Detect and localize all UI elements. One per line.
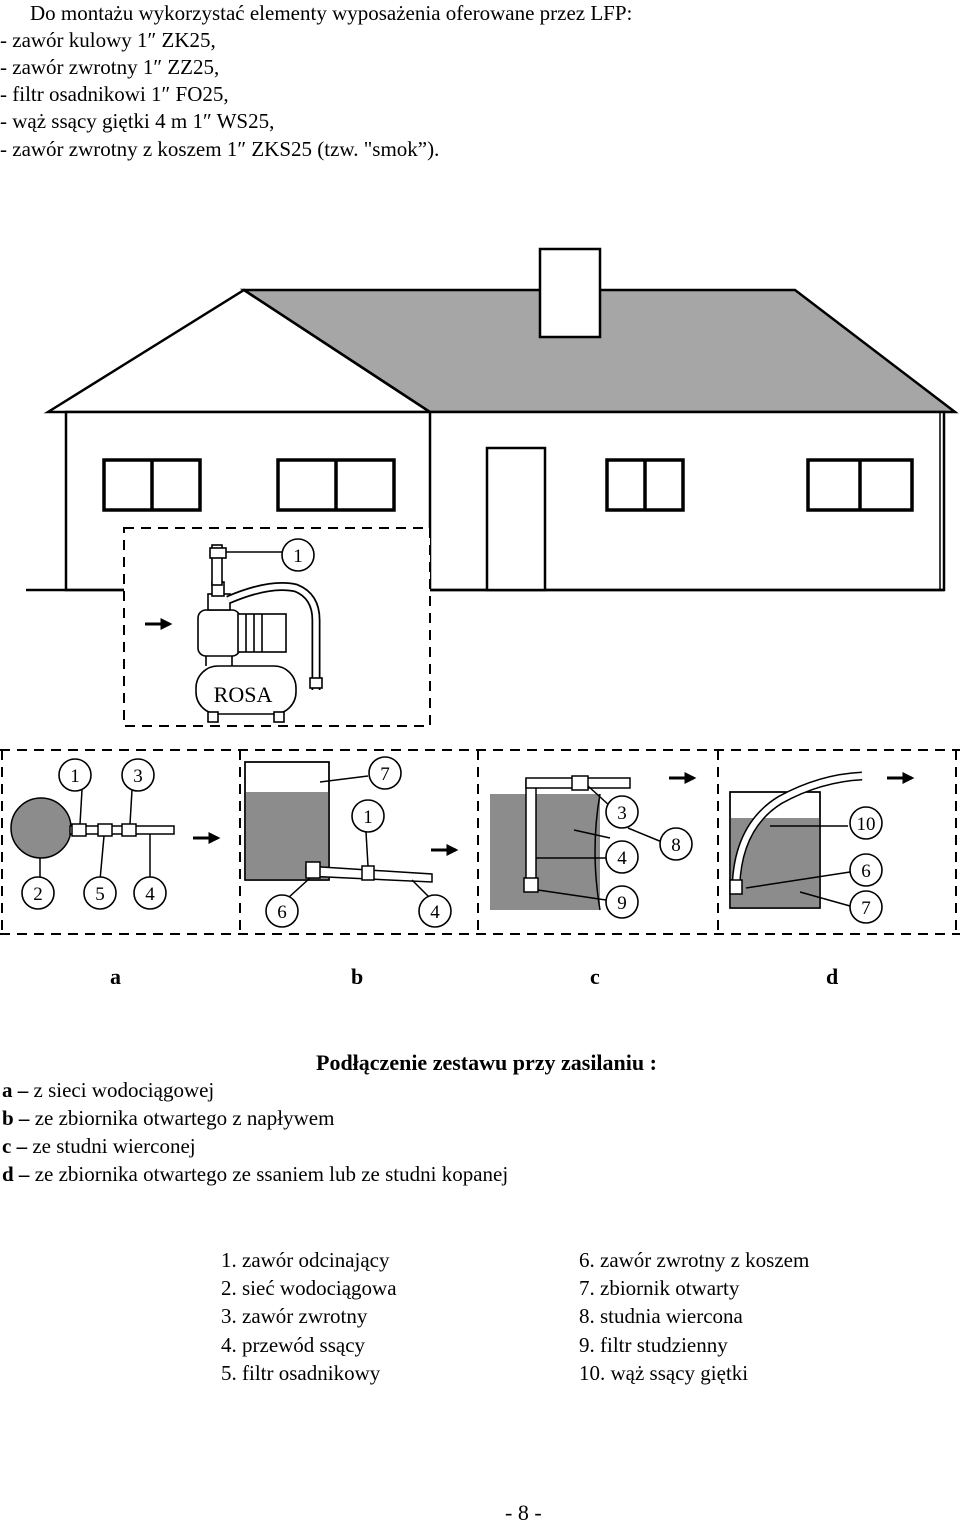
callout-circle — [849, 853, 883, 887]
legend-item: 9. filtr studzienny — [579, 1332, 728, 1357]
legend-item: 5. filtr osadnikowy — [221, 1360, 381, 1385]
callout-label: 6 — [861, 861, 871, 882]
legend-item: 3. zawór zwrotny — [221, 1304, 368, 1329]
panel-letter-b: b — [351, 964, 364, 989]
callout-label: 4 — [430, 902, 440, 923]
callout-circle — [605, 840, 639, 874]
intro-item: - zawór kulowy 1″ ZK25, — [0, 28, 216, 52]
callout-label: 3 — [133, 766, 143, 787]
callout-label: 1 — [363, 807, 373, 828]
legend-item: 4. przewód ssący — [221, 1332, 366, 1357]
panel-letter-a: a — [110, 964, 121, 989]
callout-circle — [58, 758, 92, 792]
callout-circle — [418, 894, 452, 928]
callout-circle — [281, 538, 315, 572]
page-number: - 8 - — [505, 1500, 542, 1525]
callout-circle — [133, 876, 167, 910]
callout-circle — [849, 890, 883, 924]
callout-label: 7 — [861, 898, 871, 919]
installation-diagram: ROSA 1 — [0, 247, 960, 935]
callout-circle — [368, 756, 402, 790]
intro-item: - filtr osadnikowi 1″ FO25, — [0, 82, 229, 106]
callout-label: 6 — [277, 902, 287, 923]
callout-label: 10 — [857, 814, 876, 835]
panel-letter-c: c — [590, 964, 600, 989]
legend-item: 10. wąż ssący giętki — [579, 1360, 749, 1385]
callout-circle — [849, 806, 883, 840]
callout-circle — [265, 894, 299, 928]
legend-item: 2. sieć wodociągowa — [221, 1276, 397, 1301]
connection-item: c – ze studni wierconej — [2, 1134, 196, 1158]
panel-letter-d: d — [826, 964, 839, 989]
callout-circle — [83, 876, 117, 910]
pump-set — [195, 544, 323, 723]
pump-label: ROSA — [214, 682, 273, 707]
caption-title: Podłączenie zestawu przy zasilaniu : — [316, 1050, 657, 1075]
callout-label: 7 — [380, 764, 390, 785]
callout-label: 1 — [70, 766, 80, 787]
drilled-well — [490, 794, 600, 910]
callout-label: 1 — [293, 546, 303, 567]
connection-item: b – ze zbiornika otwartego z napływem — [2, 1106, 335, 1130]
legend-right: 6. zawór zwrotny z koszem 7. zbiornik ot… — [579, 1246, 809, 1387]
callout-circle — [605, 885, 639, 919]
callout-circle — [605, 795, 639, 829]
panel-a — [10, 789, 175, 881]
door — [485, 446, 547, 592]
callout-label: 2 — [33, 884, 43, 905]
window — [102, 458, 914, 512]
arrow-right-icon — [193, 832, 459, 856]
legend-left: 1. zawór odcinający 2. sieć wodociągowa … — [221, 1246, 397, 1387]
intro-item: - wąż ssący giętki 4 m 1″ WS25, — [0, 109, 275, 133]
callout-circle — [659, 827, 693, 861]
intro-item: - zawór zwrotny z koszem 1″ ZKS25 (tzw. … — [0, 137, 440, 161]
callout-circle — [351, 799, 385, 833]
callouts: 1 3 2 5 4 7 1 6 4 3 4 9 8 10 6 7 — [21, 756, 883, 928]
callout-label: 4 — [617, 848, 627, 869]
callout-circle — [21, 876, 55, 910]
legend-item: 6. zawór zwrotny z koszem — [579, 1248, 810, 1272]
legend-item: 8. studnia wiercona — [579, 1304, 743, 1329]
callout-label: 8 — [671, 835, 681, 856]
legend-item: 7. zbiornik otwarty — [579, 1276, 740, 1301]
chimney — [538, 247, 602, 339]
callout-circle — [121, 758, 155, 792]
callout-label: 9 — [617, 893, 627, 914]
callout-label: 4 — [145, 884, 155, 905]
panel-c — [490, 775, 663, 911]
intro-item: - zawór zwrotny 1″ ZZ25, — [0, 55, 220, 79]
connection-item: d – ze zbiornika otwartego ze ssaniem lu… — [2, 1162, 509, 1186]
panel-b — [244, 761, 433, 899]
panel-d — [729, 771, 863, 909]
connection-item: a – z sieci wodociągowej — [2, 1078, 215, 1102]
panels-frame — [0, 749, 960, 935]
intro-heading: Do montażu wykorzystać elementy wyposaże… — [30, 1, 633, 25]
legend-item: 1. zawór odcinający — [221, 1248, 390, 1272]
water-main — [10, 797, 72, 859]
callout-label: 5 — [95, 884, 105, 905]
callout-label: 3 — [617, 803, 627, 824]
